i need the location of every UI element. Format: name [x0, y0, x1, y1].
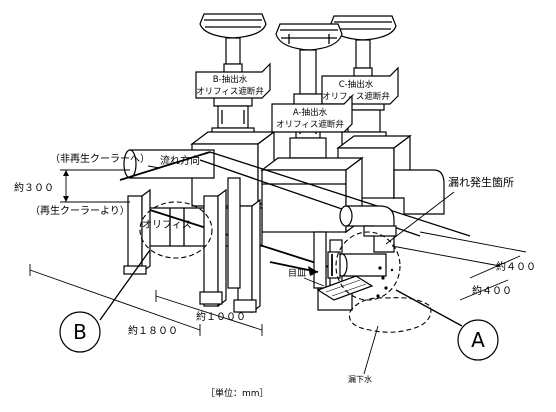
drip-pan-leader [303, 277, 325, 287]
dim-1000: 約１０００ [196, 310, 246, 323]
valve-tag-c-line1: C-抽出水 [339, 79, 374, 90]
callout-a: A [395, 289, 499, 361]
flow-direction-label: 流れ方向 [160, 154, 200, 167]
unit-label: ［単位：mm］ [206, 387, 269, 399]
leak-point-label: 漏れ発生箇所 [448, 175, 514, 189]
flow-direction-leader [147, 165, 161, 169]
leaking-fitting [327, 205, 397, 279]
dim-1800: 約１８００ [128, 324, 178, 337]
leak-point-leader [385, 191, 455, 245]
puddle [348, 297, 432, 333]
from-regen-label: （再生クーラーより） [30, 204, 130, 217]
valve-tag-a: A-抽出水 オリフィス遮断弁 [271, 94, 353, 133]
valve-handwheel-b [199, 13, 267, 65]
valve-tag-a-line1: A-抽出水 [293, 107, 328, 118]
drip-pan [316, 275, 374, 301]
valve-handwheel-c [329, 15, 397, 69]
flow-arrow [269, 261, 319, 276]
leak-highlight [335, 231, 401, 301]
from-nonregen-label: （非再生クーラーへ） [50, 152, 150, 165]
valve-tag-b-line1: B-抽出水 [213, 74, 248, 85]
valve-tag-b: B-抽出水 オリフィス遮断弁 [195, 62, 271, 99]
valve-tag-c-line2: オリフィス遮断弁 [322, 91, 390, 102]
dim-400-bottom: 約４００ [472, 284, 512, 297]
valve-tag-b-line2: オリフィス遮断弁 [196, 86, 264, 97]
callout-b: B [59, 249, 151, 353]
valve-tag-a-line2: オリフィス遮断弁 [276, 119, 344, 130]
dripping-water-leader [363, 325, 379, 375]
orifice-label: オリフィス [142, 219, 192, 231]
drip-pan-label: 目皿 [288, 268, 306, 279]
callout-b-letter: B [73, 320, 87, 344]
orifice-highlight [139, 201, 213, 259]
leak-droplets [376, 266, 394, 298]
dim-300: 約３００ [14, 181, 54, 194]
dim-400-top: 約４００ [496, 260, 536, 273]
valve-tag-c: C-抽出水 オリフィス遮断弁 [321, 66, 399, 105]
callout-a-letter: A [471, 328, 485, 352]
dripping-water-label: 漏下水 [348, 374, 372, 384]
